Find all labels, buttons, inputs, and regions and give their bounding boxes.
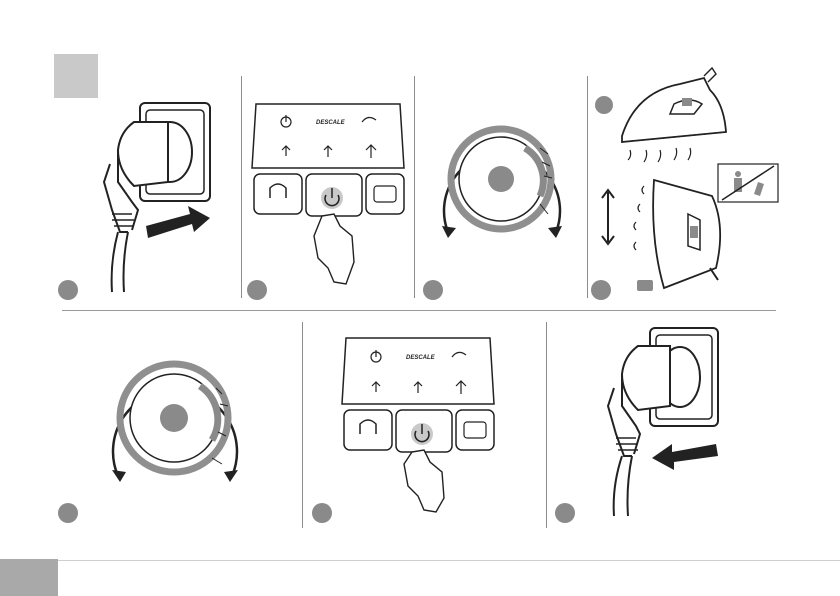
page-tab	[0, 559, 58, 596]
footer-rule	[58, 560, 840, 561]
